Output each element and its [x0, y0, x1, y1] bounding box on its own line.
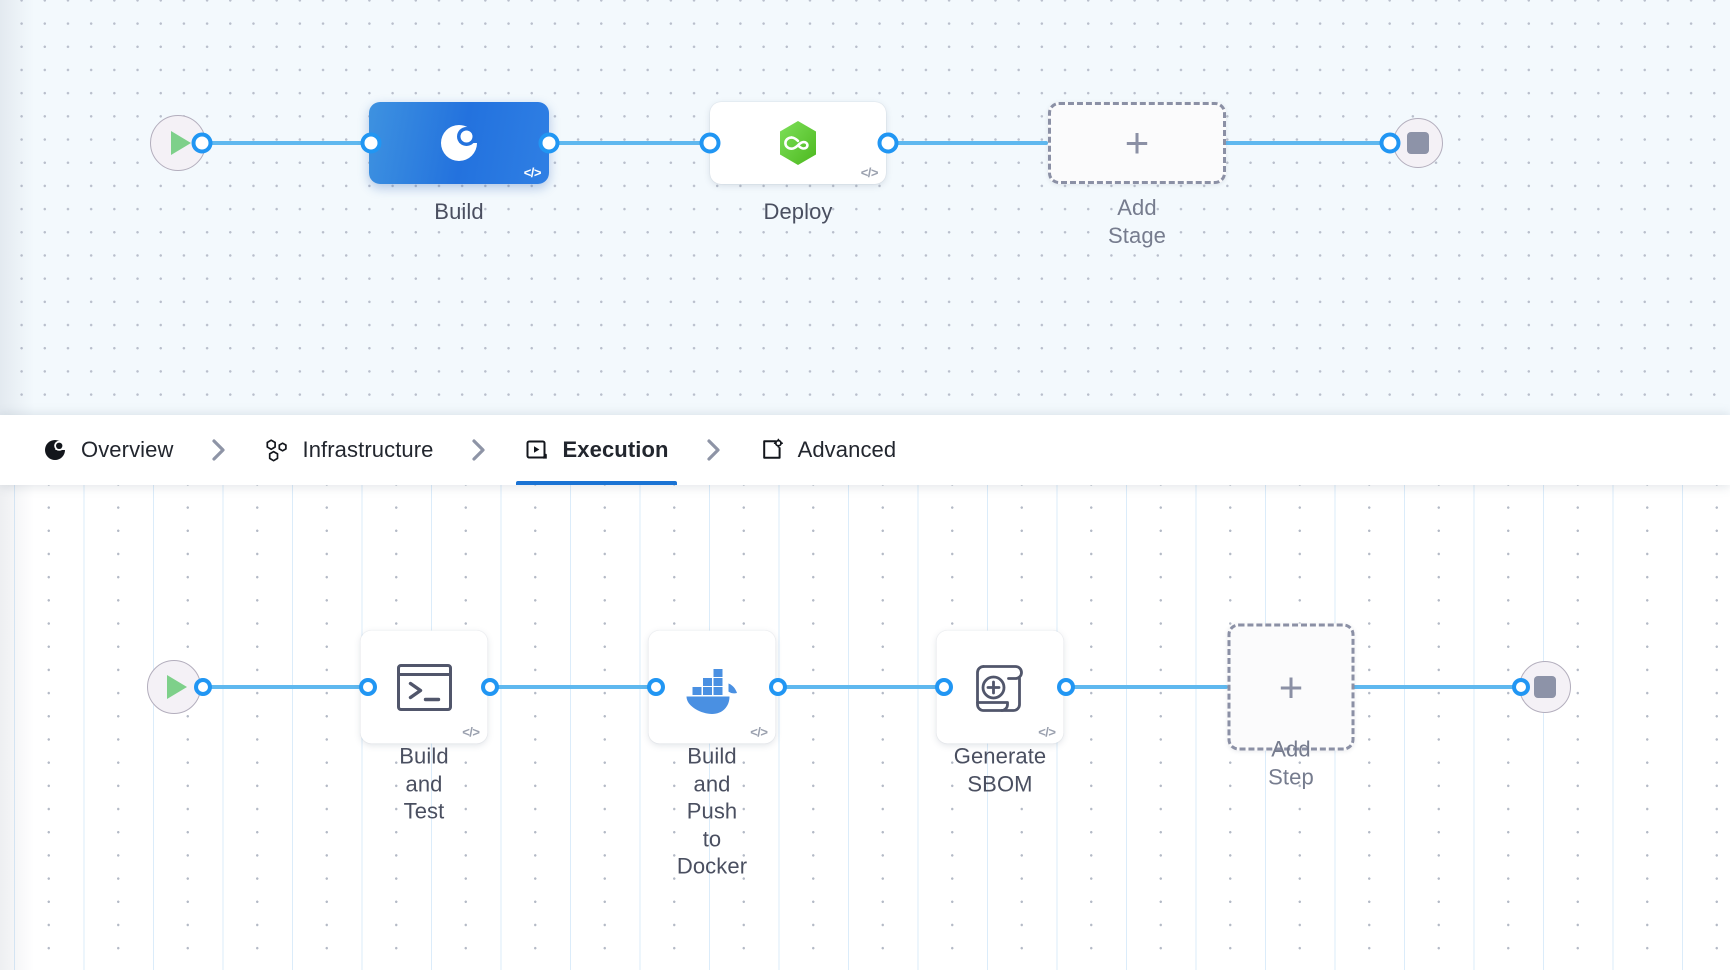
stop-icon — [1534, 676, 1556, 698]
port-start-out[interactable] — [191, 132, 213, 154]
pipeline-start-node[interactable] — [150, 115, 206, 171]
edge-sbom-to-addstep — [1063, 685, 1228, 689]
pipeline-end-node[interactable] — [1393, 118, 1443, 168]
step-node-generate-sbom[interactable]: </> Generate SBOM — [936, 630, 1064, 796]
edge-start-to-buildtest — [198, 685, 376, 689]
port-build-in[interactable] — [360, 132, 382, 154]
stage-config-tabs: Overview Infrastructure — [0, 415, 1730, 485]
tab-infrastructure[interactable]: Infrastructure — [256, 415, 442, 485]
code-badge[interactable]: </> — [860, 165, 879, 180]
port-sbom-in[interactable] — [935, 678, 953, 696]
port-build-out[interactable] — [538, 132, 560, 154]
step-node-label: Generate SBOM — [953, 743, 1047, 797]
tab-label: Infrastructure — [302, 437, 434, 462]
port-end-in[interactable] — [1379, 132, 1401, 154]
play-icon — [167, 675, 187, 699]
port-docker-in[interactable] — [647, 678, 665, 696]
port-buildtest-in[interactable] — [359, 678, 377, 696]
tab-advanced[interactable]: Advanced — [751, 415, 905, 485]
port-exec-end-in[interactable] — [1512, 678, 1530, 696]
edge-addstage-to-end — [1222, 141, 1397, 145]
code-badge[interactable]: </> — [1038, 724, 1056, 740]
edge-start-to-build — [197, 141, 375, 145]
chevron-right-icon — [182, 415, 256, 485]
plus-icon: + — [1278, 663, 1304, 710]
add-step-label: Add Step — [1268, 736, 1314, 790]
tab-overview[interactable]: Overview — [34, 415, 182, 485]
step-node-label: Build and Test — [399, 743, 449, 824]
code-badge[interactable]: </> — [462, 724, 480, 740]
plus-icon: + — [1124, 119, 1150, 166]
execution-step-canvas[interactable]: </> Build and Test — [0, 485, 1730, 970]
stage-node-label: Build — [434, 199, 484, 224]
port-exec-start-out[interactable] — [194, 678, 212, 696]
play-icon — [171, 131, 191, 155]
code-badge[interactable]: </> — [750, 724, 768, 740]
edge-docker-to-sbom — [775, 685, 955, 689]
stage-node-label: Deploy — [763, 199, 833, 224]
chevron-right-icon — [442, 415, 516, 485]
advanced-gear-icon — [762, 438, 783, 459]
edge-addstep-to-end — [1352, 685, 1526, 689]
terminal-icon — [396, 663, 452, 711]
chevron-right-icon — [677, 415, 751, 485]
hexagons-icon — [265, 439, 287, 462]
edge-deploy-to-addstage — [884, 141, 1048, 145]
add-step-node[interactable]: + Add Step — [1227, 623, 1355, 789]
code-badge[interactable]: </> — [523, 165, 542, 180]
execution-play-icon — [526, 440, 547, 459]
docker-whale-icon — [686, 668, 737, 714]
add-stage-label: Add Stage — [1108, 195, 1166, 248]
ci-pie-icon — [441, 125, 477, 161]
add-stage-node[interactable]: + Add Stage — [1048, 102, 1226, 248]
step-node-label: Build and Push to Docker — [676, 743, 748, 879]
edge-buildtest-to-docker — [487, 685, 667, 689]
tab-execution[interactable]: Execution — [515, 415, 677, 485]
harness-hexagon-infinity-icon — [780, 121, 816, 165]
port-sbom-out[interactable] — [1057, 678, 1075, 696]
step-node-build-and-push-to-docker[interactable]: </> Build and Push to Docker — [648, 630, 776, 879]
stop-icon — [1407, 132, 1429, 154]
port-deploy-in[interactable] — [699, 132, 721, 154]
edge-build-to-deploy — [545, 141, 797, 145]
sbom-scroll-plus-icon — [975, 664, 1023, 712]
overview-pie-icon — [45, 440, 65, 460]
stage-node-build[interactable]: </> Build — [369, 102, 549, 224]
port-buildtest-out[interactable] — [481, 678, 499, 696]
tab-label: Execution — [562, 437, 669, 462]
step-node-build-and-test[interactable]: </> Build and Test — [360, 630, 488, 824]
stage-node-deploy[interactable]: </> Deploy — [710, 102, 886, 224]
execution-start-node[interactable] — [147, 660, 201, 714]
pipeline-stage-canvas[interactable]: </> Build — [0, 0, 1730, 415]
port-deploy-out[interactable] — [877, 132, 899, 154]
tab-label: Overview — [81, 437, 174, 462]
port-docker-out[interactable] — [769, 678, 787, 696]
tab-label: Advanced — [797, 437, 897, 462]
